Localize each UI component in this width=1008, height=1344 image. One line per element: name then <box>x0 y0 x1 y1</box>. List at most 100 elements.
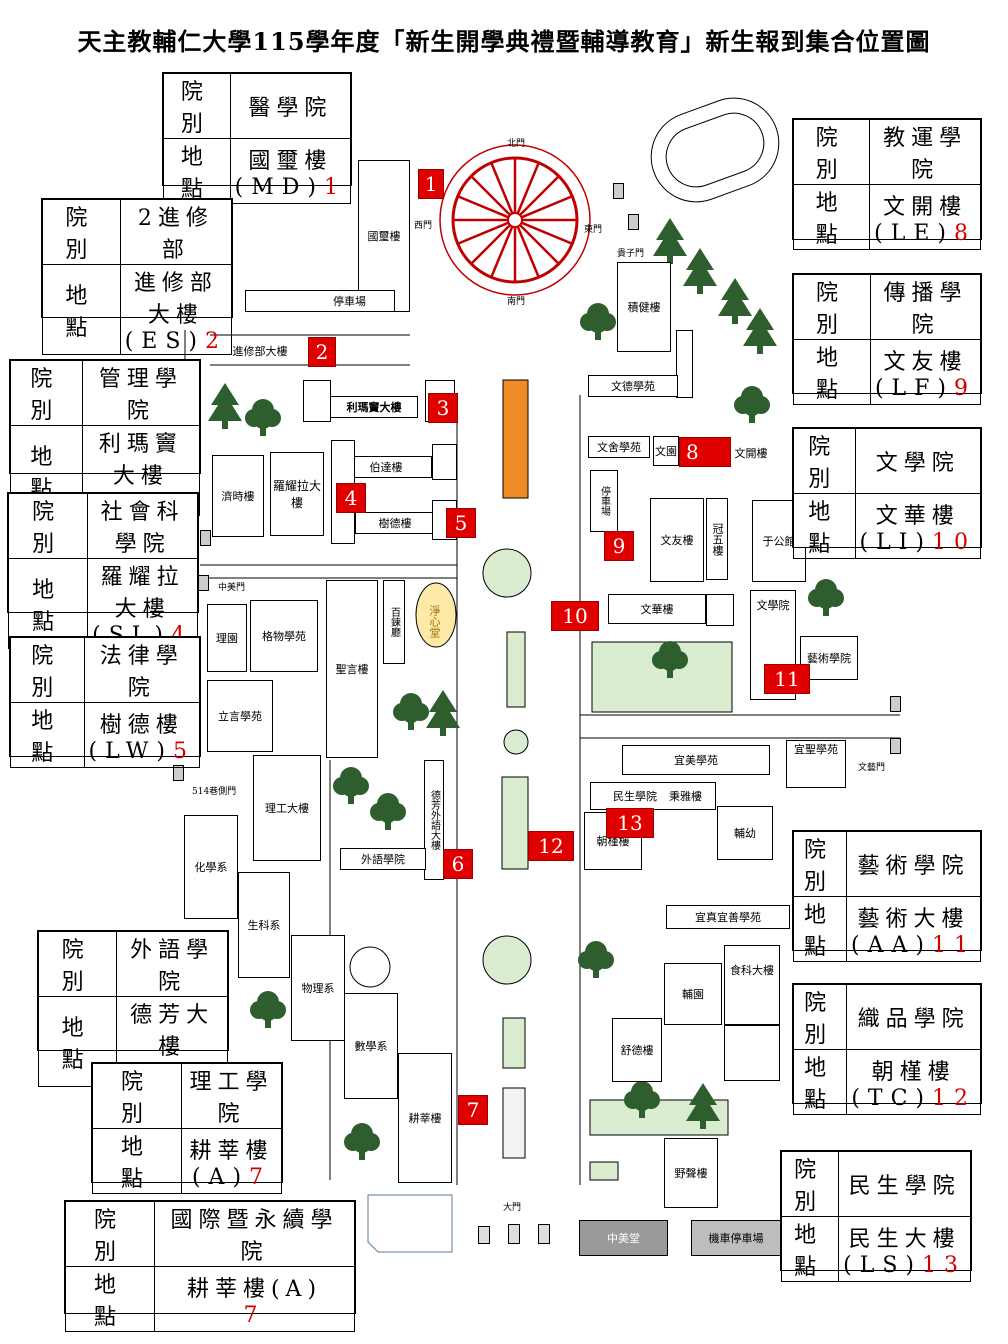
building-jinxiu: 進修部大樓 <box>210 340 310 362</box>
college-label: 院 別 <box>792 119 871 185</box>
building-jijian-post <box>676 330 693 398</box>
pine-tree-icon <box>426 690 460 736</box>
info-box-5: 院 別法律學院地 點樹德樓(LW)5 <box>9 636 201 768</box>
location-label: 地 點 <box>793 493 856 559</box>
college-label: 院 別 <box>92 1063 182 1129</box>
building-code: (MD)1 <box>234 174 346 200</box>
building-name: 德芳大樓 <box>130 1003 215 1060</box>
college-name: 2進修部 <box>119 199 233 265</box>
building-code: (LF)9 <box>874 375 976 401</box>
location-value: 國璽樓(MD)1 <box>229 138 352 204</box>
building-code: (LE)8 <box>874 220 976 246</box>
building-moto: 機車停車場 <box>691 1220 781 1256</box>
college-label: 院 別 <box>793 274 871 340</box>
marker-number: 1 <box>324 174 346 200</box>
marker-1[interactable]: 1 <box>418 169 444 199</box>
info-box-11: 院 別文學院地 點文華樓(LI)10 <box>792 427 982 559</box>
building-name: 國璽樓 <box>248 148 333 174</box>
college-label: 院 別 <box>163 73 231 139</box>
central-walkway <box>502 379 529 499</box>
marker-number: 7 <box>249 1164 272 1190</box>
page-title: 天主教輔仁大學115學年度「新生開學典禮暨輔導教育」新生報到集合位置圖 <box>77 27 931 56</box>
building-huaxue: 化學系 <box>184 815 238 919</box>
building-wende: 文德學苑 <box>588 375 678 397</box>
info-box-8: 院 別國際暨永續學院地 點耕莘樓(A)7 <box>64 1200 356 1332</box>
location-label: 地 點 <box>10 702 85 768</box>
marker-5[interactable]: 5 <box>446 508 476 538</box>
round-tree-icon <box>734 386 770 423</box>
info-box-7: 院 別理工學院地 點耕莘樓(A)7 <box>91 1062 283 1194</box>
marker-3[interactable]: 3 <box>428 393 458 423</box>
marker-13[interactable]: 13 <box>606 808 654 838</box>
building-ligu: 理園 <box>207 604 247 672</box>
building-fuyou: 輔幼 <box>717 806 773 860</box>
college-name: 法律學院 <box>83 637 201 703</box>
marker-number: 8 <box>954 220 976 246</box>
minsheng-label: 民生學院 <box>613 790 657 803</box>
north-gate-label: 北門 <box>507 138 525 149</box>
marker-number: 7 <box>243 1302 266 1328</box>
building-name: 利瑪竇大樓 <box>98 432 183 489</box>
marker-2[interactable]: 2 <box>308 337 336 367</box>
building-name: 樹德樓 <box>99 712 184 738</box>
marker-11[interactable]: 11 <box>764 664 810 694</box>
college-name: 管理學院 <box>81 360 201 426</box>
location-label: 地 點 <box>92 1128 182 1194</box>
college-label: 院 別 <box>792 831 848 897</box>
marker-10[interactable]: 10 <box>551 601 599 631</box>
wheel-plaza <box>439 144 591 296</box>
location-value: 民生大樓(LS)13 <box>838 1216 971 1282</box>
building-defang: 德芳外語大樓 <box>424 760 444 880</box>
marker-number: 10 <box>932 529 976 555</box>
building-name: 朝槿樓 <box>871 1059 956 1085</box>
building-waiyu: 外語學院 <box>340 848 426 870</box>
wheel-spoke <box>520 195 573 219</box>
info-box-13: 院 別織品學院地 點朝槿樓(TC)12 <box>792 983 982 1115</box>
marker-12[interactable]: 12 <box>528 831 574 861</box>
round-tree-icon <box>393 693 429 730</box>
wheel-spoke <box>516 162 540 215</box>
building-name: 文華樓 <box>875 503 960 529</box>
location-label: 地 點 <box>7 558 89 649</box>
building-code: (AA)11 <box>851 932 976 958</box>
building-yesheng: 野聲樓 <box>664 1138 718 1208</box>
building-gengxin: 耕莘樓 <box>398 1053 452 1183</box>
round-tree-icon <box>624 1081 660 1118</box>
location-label: 地 點 <box>792 896 848 962</box>
building-zhongmei: 中美堂 <box>579 1220 668 1256</box>
round-tree-icon <box>333 767 369 804</box>
round-tree-icon <box>250 991 286 1028</box>
marker-8[interactable]: 8 <box>679 437 731 467</box>
round-tree-icon <box>580 303 616 340</box>
marker-9[interactable]: 9 <box>604 531 634 561</box>
wheel-spoke <box>457 221 510 245</box>
chapel <box>415 582 457 648</box>
college-name: 文學院 <box>854 428 982 494</box>
wheel-spoke <box>519 175 560 216</box>
info-box-12: 院 別藝術學院地 點藝術大樓(AA)11 <box>792 830 982 962</box>
location-label: 地 點 <box>65 1266 155 1332</box>
marker-number: 11 <box>932 932 976 958</box>
marker-7[interactable]: 7 <box>458 1095 488 1125</box>
college-name: 民生學院 <box>838 1151 971 1217</box>
west-gate-label: 西門 <box>414 220 432 231</box>
building-code: 7 <box>159 1303 350 1328</box>
building-guoxi: 國璽樓 <box>358 160 410 312</box>
building-name: 文開樓 <box>883 194 968 220</box>
marker-6[interactable]: 6 <box>443 849 473 879</box>
pine-tree-icon <box>653 218 687 264</box>
college-label: 院 別 <box>780 1151 840 1217</box>
building-name: 民生大樓 <box>848 1226 961 1252</box>
location-value: 文開樓(LE)8 <box>869 184 981 250</box>
round-tree-icon <box>578 941 614 978</box>
building-yimei: 宜美學苑 <box>622 745 770 775</box>
wheel-spoke <box>520 221 573 245</box>
marker-number: 9 <box>954 375 976 401</box>
building-yisheng: 宜聖學苑 <box>786 740 846 788</box>
marker-number: 13 <box>922 1252 966 1278</box>
marker-4[interactable]: 4 <box>336 483 366 513</box>
round-tree-icon <box>370 793 406 830</box>
wheel-spoke <box>470 175 511 216</box>
